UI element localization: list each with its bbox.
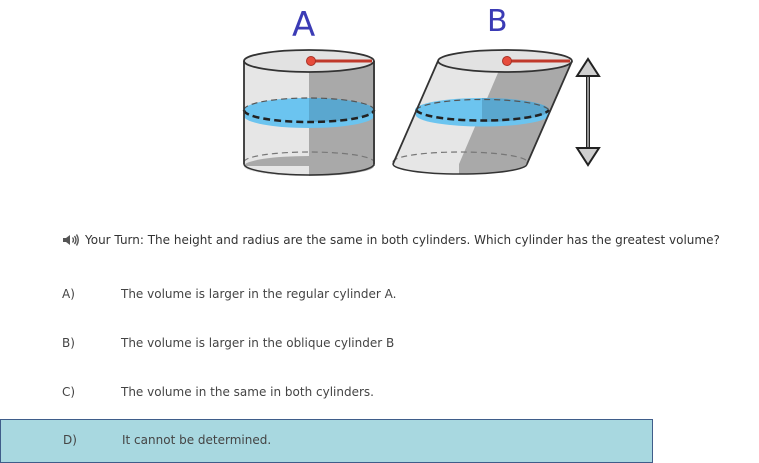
height-arrow-icon [575, 57, 601, 167]
option-letter: C) [62, 385, 76, 399]
question-text: Your Turn: The height and radius are the… [85, 233, 720, 247]
option-text: It cannot be determined. [122, 433, 272, 447]
answer-option-d[interactable]: D) It cannot be determined. [0, 419, 653, 463]
question-prompt: Your Turn: The height and radius are the… [62, 233, 720, 247]
answer-option-c[interactable]: C) The volume in the same in both cylind… [0, 371, 653, 415]
label-b: B [487, 4, 508, 39]
option-letter: D) [63, 433, 77, 447]
speaker-icon[interactable] [62, 233, 80, 247]
cylinders-figure: A B [242, 4, 601, 176]
option-text: The volume is larger in the regular cyli… [121, 287, 397, 301]
answer-option-b[interactable]: B) The volume is larger in the oblique c… [0, 322, 653, 366]
cylinder-a [242, 49, 376, 176]
option-letter: B) [62, 336, 75, 350]
option-text: The volume in the same in both cylinders… [121, 385, 374, 399]
answer-option-a[interactable]: A) The volume is larger in the regular c… [0, 273, 653, 317]
option-text: The volume is larger in the oblique cyli… [121, 336, 395, 350]
label-a: A [292, 5, 315, 45]
option-letter: A) [62, 287, 75, 301]
cylinder-b [392, 49, 573, 175]
